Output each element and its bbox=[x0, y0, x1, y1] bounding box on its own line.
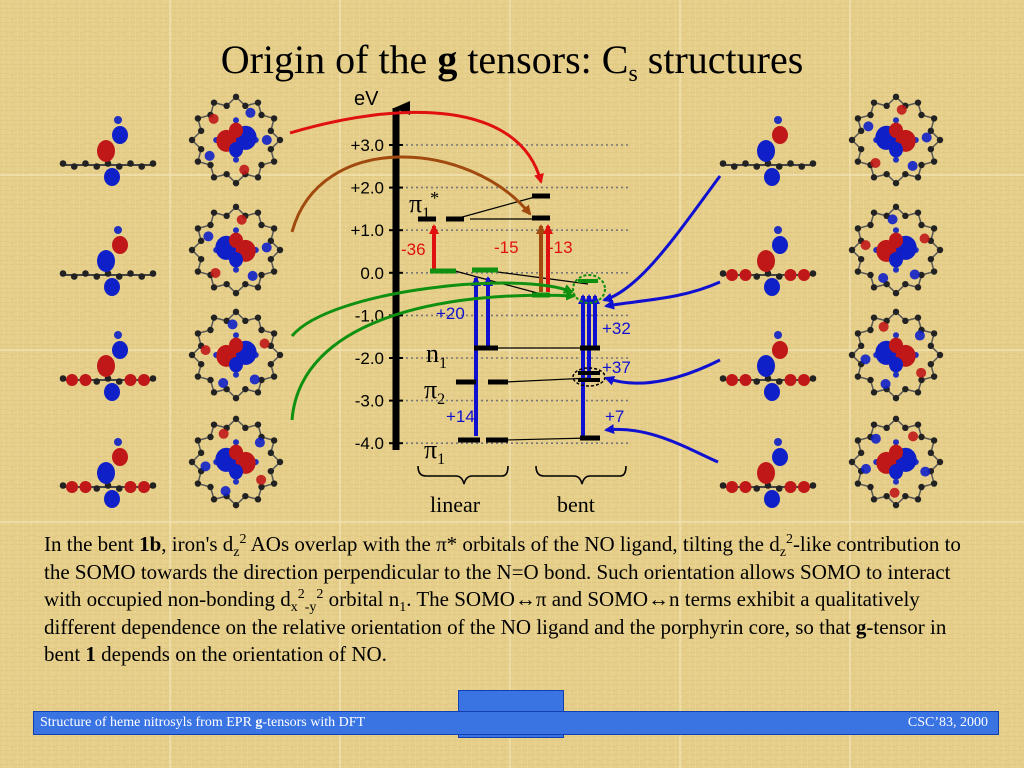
explanation-paragraph: In the bent 1b, iron's dz2 AOs overlap w… bbox=[44, 532, 961, 666]
tick-label: +2.0 bbox=[350, 179, 384, 198]
shift-f: +37 bbox=[602, 358, 631, 377]
title-prefix: Origin of the bbox=[220, 37, 438, 82]
porphyrin-model bbox=[188, 203, 284, 297]
orbital-energy-diagram: eV +3.0 +2.0 +1.0 0.0 -1.0 -2.0 -3.0 -4.0 bbox=[59, 88, 944, 517]
footer-bar: Structure of heme nitrosyls from EPR g-t… bbox=[33, 711, 999, 735]
porphyrin-model bbox=[188, 308, 284, 402]
column-braces bbox=[417, 465, 627, 485]
label-linear: linear bbox=[430, 492, 481, 517]
label-n1: n1 bbox=[426, 339, 447, 372]
level-labels: π1* n1 π2 π1 bbox=[409, 188, 447, 468]
tick-label: -4.0 bbox=[355, 434, 384, 453]
shift-b: -15 bbox=[494, 238, 519, 257]
shift-g: +14 bbox=[446, 407, 475, 426]
porphyrin-model bbox=[848, 203, 944, 297]
shift-c: -13 bbox=[548, 238, 573, 257]
label-pi1-star: π1* bbox=[409, 188, 439, 222]
shift-h: +7 bbox=[605, 407, 624, 426]
footer-right: CSC’83, 2000 bbox=[907, 715, 988, 730]
side-view-model bbox=[59, 438, 157, 508]
label-pi1: π1 bbox=[424, 435, 445, 468]
title-subscript: s bbox=[628, 61, 638, 87]
title-bold-g: g bbox=[437, 37, 458, 82]
slide-title: Origin of the g tensors: Cs structures bbox=[0, 36, 1024, 87]
side-view-model bbox=[719, 331, 817, 401]
curved-arrows bbox=[289, 110, 722, 464]
side-view-model bbox=[59, 116, 157, 186]
porphyrin-model bbox=[188, 415, 284, 509]
side-view-model bbox=[719, 116, 817, 186]
shift-d: +20 bbox=[436, 304, 465, 323]
axis-unit: eV bbox=[354, 88, 379, 110]
shift-e: +32 bbox=[602, 319, 631, 338]
tick-label: -2.0 bbox=[355, 349, 384, 368]
tick-label: -3.0 bbox=[355, 392, 384, 411]
tick-label: 0.0 bbox=[360, 264, 384, 283]
tick-label: +1.0 bbox=[350, 221, 384, 240]
energy-gridlines bbox=[396, 144, 628, 445]
porphyrin-model bbox=[848, 415, 944, 509]
footer-left: Structure of heme nitrosyls from EPR g-t… bbox=[40, 715, 366, 730]
molecular-orbital-images bbox=[59, 93, 944, 509]
porphyrin-model bbox=[848, 93, 944, 187]
tick-label: -1.0 bbox=[355, 306, 384, 325]
tick-label: +3.0 bbox=[350, 136, 384, 155]
porphyrin-model bbox=[188, 93, 284, 187]
title-suffix: structures bbox=[637, 37, 804, 82]
shift-labels: -36 -15 -13 +20 +32 +37 +14 +7 bbox=[401, 238, 631, 426]
shift-a: -36 bbox=[401, 240, 426, 259]
porphyrin-model bbox=[848, 308, 944, 402]
title-middle: tensors: C bbox=[457, 37, 629, 82]
side-view-model bbox=[59, 226, 157, 296]
side-view-model bbox=[59, 331, 157, 401]
label-pi2: π2 bbox=[424, 375, 445, 408]
side-view-model bbox=[719, 438, 817, 508]
side-view-model bbox=[719, 226, 817, 296]
label-bent: bent bbox=[557, 492, 595, 517]
transition-arrows bbox=[429, 224, 600, 436]
